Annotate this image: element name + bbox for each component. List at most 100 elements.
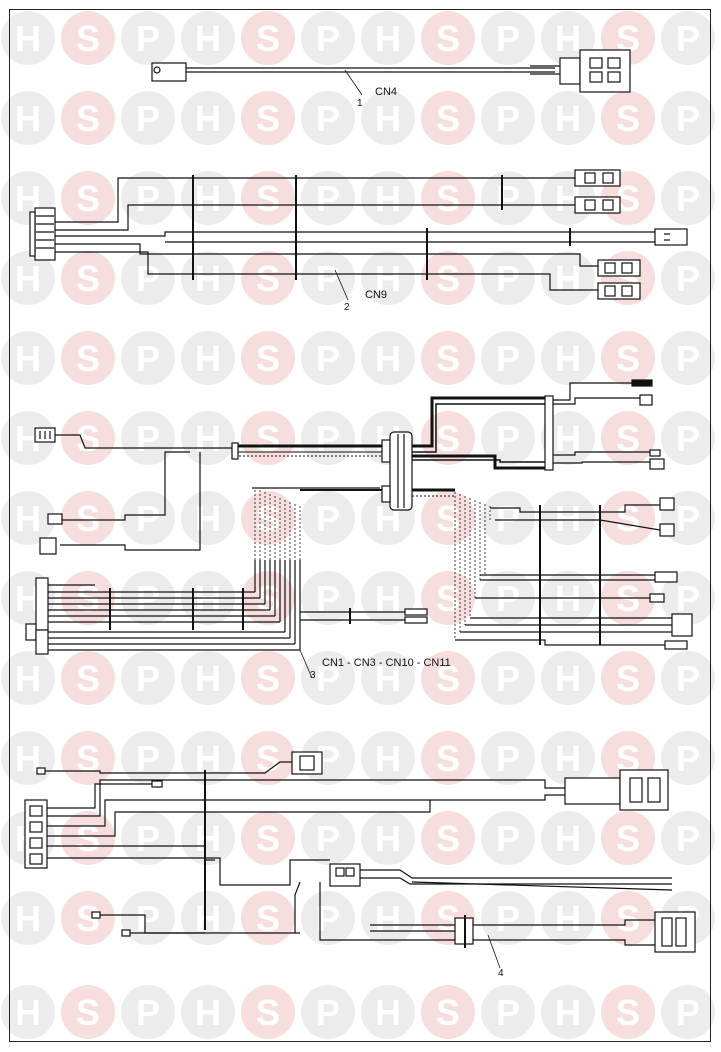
watermark-letter: S [76,338,100,379]
watermark-letter: P [676,738,700,779]
watermark-letter: P [496,18,520,59]
watermark-letter: P [136,18,160,59]
watermark-letter: S [436,258,460,299]
part-3-number: 3 [310,670,316,681]
watermark-circle [301,91,355,145]
watermark-circle [1,891,55,945]
watermark-circle [481,491,535,545]
watermark-circle [181,891,235,945]
watermark-circle [661,731,715,785]
watermark-circle [61,171,115,225]
watermark-letter: P [496,258,520,299]
watermark-letter: S [256,98,280,139]
watermark-circle [361,651,415,705]
watermark-circle [481,91,535,145]
watermark-circle [121,411,175,465]
watermark-letter: P [676,658,700,699]
watermark-letter: S [436,418,460,459]
watermark-circle [181,811,235,865]
watermark-circle [601,811,655,865]
watermark-letter: H [555,658,581,699]
watermark-letter: H [375,258,401,299]
watermark-circle [361,11,415,65]
watermark-letter: P [316,258,340,299]
watermark-letter: P [136,98,160,139]
watermark-circle [241,91,295,145]
watermark-letter: S [616,898,640,939]
watermark-circle [61,811,115,865]
watermark-circle [661,411,715,465]
watermark-circle [121,11,175,65]
watermark-circle [121,891,175,945]
watermark-letter: S [76,98,100,139]
watermark-circle [241,491,295,545]
watermark-letter: S [436,178,460,219]
watermark-circle [661,331,715,385]
watermark-letter: S [76,498,100,539]
watermark-letter: P [316,498,340,539]
watermark-letter: P [676,338,700,379]
watermark-circle [181,651,235,705]
watermark-letter: H [195,498,221,539]
watermark-circle [601,91,655,145]
watermark-letter: H [375,98,401,139]
watermark-letter: P [316,338,340,379]
watermark-circle [241,331,295,385]
watermark-letter: H [15,18,41,59]
watermark-letter: P [496,338,520,379]
watermark-circle [421,11,475,65]
watermark-circle [361,91,415,145]
watermark-circle [541,891,595,945]
watermark-letter: H [375,738,401,779]
watermark-circle [421,171,475,225]
watermark-letter: P [676,98,700,139]
watermark-letter: H [15,658,41,699]
watermark-letter: P [136,418,160,459]
watermark-circle [601,985,655,1039]
watermark-letter: P [136,738,160,779]
watermark-circle [1,331,55,385]
watermark-circle [661,651,715,705]
watermark-letter: S [616,658,640,699]
watermark-circle [121,251,175,305]
watermark-circle [61,11,115,65]
watermark-letter: S [76,178,100,219]
watermark-letter: P [676,578,700,619]
watermark-letter: H [555,992,581,1033]
watermark-circle [301,491,355,545]
watermark-letter: P [136,338,160,379]
watermark-letter: P [316,178,340,219]
part-1-number: 1 [357,98,363,109]
watermark-letter: P [496,98,520,139]
watermark-letter: H [195,178,221,219]
watermark-circle [301,251,355,305]
watermark-circle [361,985,415,1039]
watermark-circle [1,251,55,305]
watermark-circle [1,491,55,545]
watermark-circle [61,651,115,705]
watermark-circle [301,651,355,705]
watermark-circle [421,91,475,145]
watermark-letter: S [256,992,280,1033]
watermark-circle [181,251,235,305]
watermark-letter: H [195,418,221,459]
watermark-letter: S [76,738,100,779]
watermark-letter: S [256,738,280,779]
watermark-letter: H [195,338,221,379]
watermark-circle [361,171,415,225]
watermark-circle [661,985,715,1039]
watermark-letter: S [436,18,460,59]
watermark-circle [481,651,535,705]
watermark-circle [1,411,55,465]
watermark-circle [361,331,415,385]
part-2-number: 2 [344,302,350,313]
watermark-circle [301,11,355,65]
watermark-letter: P [676,418,700,459]
watermark-letter: H [555,18,581,59]
watermark-circle [541,331,595,385]
watermark-circle [121,491,175,545]
watermark-letter: S [616,338,640,379]
watermark-circle [121,651,175,705]
watermark-letter: S [76,18,100,59]
watermark-letter: P [676,178,700,219]
